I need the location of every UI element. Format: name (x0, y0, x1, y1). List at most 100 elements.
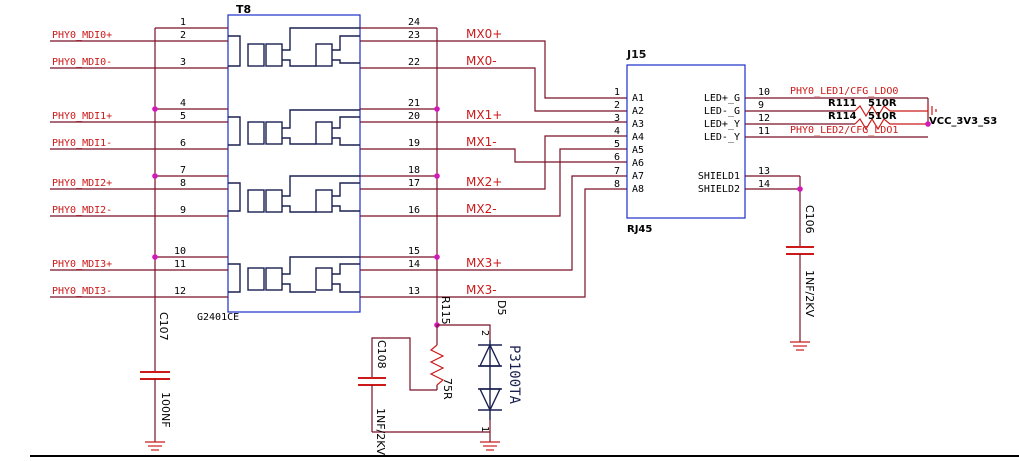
j15-pin-13: 13 (758, 166, 770, 177)
c106-ref: C106 (803, 205, 816, 234)
t8-pin-9: 9 (180, 205, 186, 216)
t8-pin-22: 22 (408, 57, 420, 68)
j15-pin-5: 5 (614, 139, 620, 150)
connector-j15: J15 RJ45 1 2 3 4 6 5 7 8 A1 A2 A3 A4 A5 … (614, 48, 770, 235)
capacitor-c106: C106 1NF/2KV (745, 175, 816, 351)
net-phy0-mdi0p: PHY0_MDI0+ (52, 30, 112, 41)
j15-name-a1: A1 (632, 93, 644, 104)
connector-ref: J15 (626, 48, 646, 61)
t8-pin-4: 4 (180, 98, 186, 109)
j15-pin-2: 2 (614, 100, 620, 111)
j15-pin-3: 3 (614, 113, 620, 124)
j15-name-a7: A7 (632, 171, 644, 182)
t8-pin-2: 2 (180, 30, 186, 41)
c108-ref: C108 (375, 340, 388, 369)
net-mx2n: MX2- (466, 202, 497, 216)
t8-pin-24: 24 (408, 17, 420, 28)
j15-name-a4: A4 (632, 132, 644, 143)
t8-pin-17: 17 (408, 178, 420, 189)
j15-pin-7: 7 (614, 166, 620, 177)
net-phy0-mdi1p: PHY0_MDI1+ (52, 111, 112, 122)
led-wiring: PHY0_LED1/CFG_LDO0 PHY0_LED2/CFG_LDO1 VC… (745, 86, 997, 138)
j15-pin-14: 14 (758, 179, 770, 190)
j15-pin-6: 6 (614, 152, 620, 163)
t8-pin-16: 16 (408, 205, 420, 216)
net-mx0p: MX0+ (466, 27, 502, 41)
net-mx3n: MX3- (466, 283, 497, 297)
mx-net-labels: MX0+ MX0- MX1+ MX1- MX2+ MX2- MX3+ MX3- (466, 27, 502, 297)
net-led2: PHY0_LED2/CFG_LDO1 (790, 125, 898, 136)
j15-pin-11: 11 (758, 126, 770, 137)
diode-d5: D5 2 1 P3100TA (478, 300, 522, 432)
t8-pin-8: 8 (180, 178, 186, 189)
t8-pin-20: 20 (408, 111, 420, 122)
t8-pin-21: 21 (408, 98, 420, 109)
phy-net-labels: PHY0_MDI0+ PHY0_MDI0- PHY0_MDI1+ PHY0_MD… (52, 30, 112, 297)
t8-pin-7: 7 (180, 165, 186, 176)
r115-value: 75R (441, 378, 454, 400)
j15-pin-9: 9 (758, 100, 764, 111)
d5-part: P3100TA (506, 345, 522, 405)
d5-pin-1: 1 (479, 426, 490, 432)
net-mx1n: MX1- (466, 135, 497, 149)
d5-ref: D5 (495, 300, 508, 315)
termination-network: R115 75R C108 1NF/2KV (358, 296, 500, 455)
j15-name-a5: A5 (632, 145, 644, 156)
transformer-part: G2401CE (197, 312, 239, 323)
transformer-t8: T8 G2401CE (174, 3, 420, 323)
j15-name-shield1: SHIELD1 (698, 171, 740, 182)
d5-pin-2: 2 (479, 330, 490, 336)
r111-ref: R111 (828, 98, 857, 109)
r114-ref: R114 (828, 111, 857, 122)
net-phy0-mdi3n: PHY0_MDI3- (52, 286, 112, 297)
net-phy0-mdi2n: PHY0_MDI2- (52, 205, 112, 216)
t8-pin-19: 19 (408, 138, 420, 149)
j15-pin-10: 10 (758, 87, 770, 98)
t8-pin-15: 15 (408, 246, 420, 257)
net-mx1p: MX1+ (466, 108, 502, 122)
mx-side-wiring (360, 27, 627, 328)
net-mx0n: MX0- (466, 54, 497, 68)
phy-side-wiring (50, 27, 228, 312)
j15-name-shield2: SHIELD2 (698, 184, 740, 195)
connector-body (626, 64, 746, 219)
t8-pin-23: 23 (408, 30, 420, 41)
t8-pin-11: 11 (174, 259, 186, 270)
t8-pin-1: 1 (180, 17, 186, 28)
net-phy0-mdi0n: PHY0_MDI0- (52, 57, 112, 68)
c108-value: 1NF/2KV (374, 408, 387, 455)
t8-pin-10: 10 (174, 246, 186, 257)
j15-name-a2: A2 (632, 106, 644, 117)
net-mx2p: MX2+ (466, 175, 502, 189)
j15-name-a6: A6 (632, 158, 644, 169)
transformer-coils (228, 27, 360, 293)
t8-pin-6: 6 (180, 138, 186, 149)
t8-pin-3: 3 (180, 57, 186, 68)
r114-value: 510R (868, 111, 897, 122)
t8-pin-5: 5 (180, 111, 186, 122)
net-phy0-mdi2p: PHY0_MDI2+ (52, 178, 112, 189)
j15-pin-4: 4 (614, 126, 620, 137)
net-phy0-mdi1n: PHY0_MDI1- (52, 138, 112, 149)
capacitor-c107: C107 100NF (140, 312, 172, 451)
c107-ref: C107 (157, 312, 170, 341)
net-vcc: VCC_3V3_S3 (929, 116, 997, 127)
j15-pin-1: 1 (614, 87, 620, 98)
transformer-ref: T8 (236, 3, 251, 16)
j15-name-led-pos-g: LED+_G (704, 93, 740, 104)
t8-pin-18: 18 (408, 165, 420, 176)
j15-pin-12: 12 (758, 113, 770, 124)
t8-pin-13: 13 (408, 286, 420, 297)
j15-name-led-pos-y: LED+_Y (704, 119, 740, 130)
c106-value: 1NF/2KV (803, 270, 816, 317)
transformer-body (227, 14, 361, 313)
net-phy0-mdi3p: PHY0_MDI3+ (52, 259, 112, 270)
t8-pin-14: 14 (408, 259, 420, 270)
net-led1: PHY0_LED1/CFG_LDO0 (790, 86, 898, 97)
c107-value: 100NF (159, 392, 172, 428)
j15-name-led-neg-y: LED-_Y (704, 132, 740, 143)
r111-value: 510R (868, 98, 897, 109)
t8-pin-12: 12 (174, 286, 186, 297)
connector-type: RJ45 (627, 224, 652, 235)
